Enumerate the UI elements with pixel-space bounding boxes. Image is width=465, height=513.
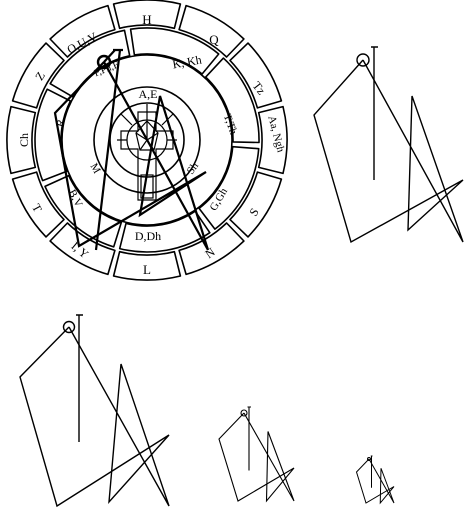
outer-petal	[6, 105, 37, 175]
outer-petal	[112, 250, 182, 281]
middle-petal	[204, 57, 260, 144]
middle-label-d-dh: D,Dh	[135, 229, 161, 243]
outer-label-l: L	[143, 262, 151, 277]
sigil-tiny	[355, 455, 395, 505]
outer-petal	[229, 42, 283, 109]
outer-petal	[178, 4, 245, 58]
outer-petal	[112, 0, 182, 30]
middle-petal	[198, 145, 260, 230]
outer-petal	[257, 105, 288, 175]
middle-petal	[129, 27, 220, 75]
outer-petal	[178, 222, 245, 276]
middle-label-k-kh: K, Kh	[171, 53, 202, 72]
outer-label-ch: Ch	[17, 133, 31, 147]
sigil-large	[313, 46, 464, 244]
outer-petal	[229, 171, 283, 238]
inner-label-a-e: A,E	[139, 87, 158, 101]
outer-petal	[49, 4, 116, 58]
outer-petal	[11, 42, 65, 109]
sigil-small	[218, 406, 295, 503]
center-ring-outline	[93, 86, 201, 194]
outer-label-h: H	[142, 12, 151, 27]
inner-ring-outline	[61, 54, 233, 226]
inner-label-m: M	[87, 161, 102, 176]
wheel-sigil	[53, 48, 210, 251]
outer-label-q: Q	[209, 32, 219, 47]
sigil-medium	[19, 314, 170, 508]
middle-label-r: R	[54, 117, 68, 128]
middle-petal	[44, 174, 123, 248]
middle-petal	[118, 210, 211, 253]
rose-wheel: H Q Tz Aa, Ngh S N L I, Y T Ch Z O,U,V K…	[6, 0, 288, 281]
outer-petal	[11, 171, 65, 238]
